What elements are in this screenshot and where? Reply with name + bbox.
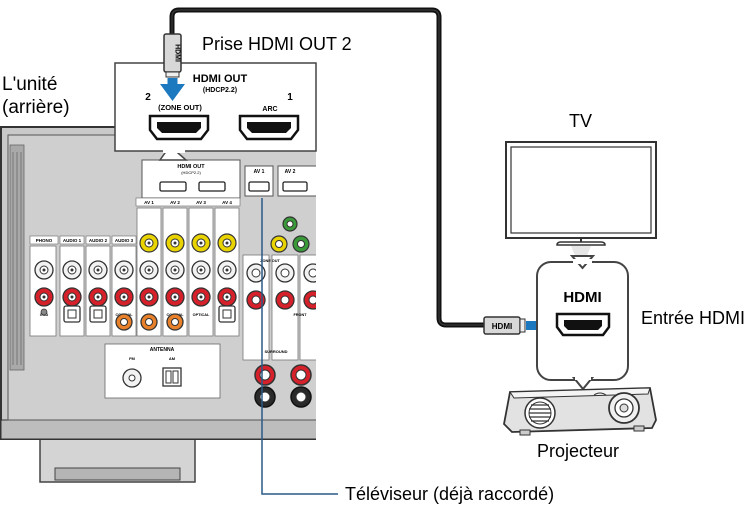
- svg-text:FM: FM: [129, 356, 135, 361]
- digital-inputs: [63, 305, 236, 331]
- svg-text:AV 2: AV 2: [170, 200, 180, 205]
- hdmi-input-text: Entrée HDMI: [641, 308, 746, 328]
- mini-hdmi-out-block: HDMI OUT (HDCP2.2) AV 1 AV 2: [141, 159, 316, 199]
- plug-top-label: HDMI: [174, 44, 181, 62]
- tv-icon: [505, 141, 657, 258]
- television-connected-label: Téléviseur (déjà raccordé): [345, 484, 555, 504]
- svg-text:AV 3: AV 3: [196, 200, 206, 205]
- hdmi-plug-top: HDMI: [163, 33, 182, 78]
- svg-text:AUDIO 1: AUDIO 1: [63, 238, 82, 243]
- tv-label: TV: [569, 111, 593, 131]
- svg-text:OPTICAL: OPTICAL: [193, 313, 210, 317]
- zoom-title: HDMI OUT: [193, 73, 248, 85]
- svg-text:AV 2: AV 2: [285, 169, 296, 175]
- input-group-headers: PHONO AUDIO 1 AUDIO 2 AUDIO 3 AV 1 AV 2 …: [29, 197, 241, 245]
- svg-text:SURROUND: SURROUND: [264, 349, 287, 354]
- hdmi-plug-right: HDMI: [483, 316, 526, 335]
- zoom-port-1-number: 1: [287, 92, 293, 103]
- svg-text:PHONO: PHONO: [36, 238, 53, 243]
- unit-label-line1: L'unité: [2, 74, 58, 95]
- projector-label: Projecteur: [537, 441, 620, 461]
- receiver-rear-panel: HDMI OUT (HDCP2.2) AV 1 AV 2 PHONO AUDIO…: [0, 126, 316, 483]
- tv-callout-line: [261, 198, 338, 495]
- hdmi-out-2-label: Prise HDMI OUT 2: [202, 34, 352, 54]
- hdmi-input-box: HDMI: [536, 261, 629, 381]
- svg-text:AM: AM: [169, 356, 176, 361]
- svg-text:AV 1: AV 1: [254, 169, 265, 175]
- vent-grille: [9, 144, 25, 371]
- hdmi-input-label: HDMI: [563, 289, 601, 306]
- svg-text:AUDIO 2: AUDIO 2: [89, 238, 108, 243]
- arrow-down-icon: [160, 78, 185, 101]
- svg-text:AV 4: AV 4: [222, 200, 232, 205]
- antenna-block: ANTENNA FM AM: [104, 343, 221, 399]
- svg-text:(HDCP2.2): (HDCP2.2): [181, 170, 201, 175]
- projector-icon: [503, 387, 657, 436]
- hdmi-out-zoom-panel: HDMI OUT (HDCP2.2) 2 (ZONE OUT) 1 ARC: [114, 62, 317, 161]
- plug-right-label: HDMI: [492, 322, 512, 331]
- zoom-port-2-label: (ZONE OUT): [158, 103, 202, 112]
- audio-jacks-white: [34, 260, 316, 283]
- svg-text:AUDIO 3: AUDIO 3: [115, 238, 134, 243]
- unit-label-line2: (arrière): [2, 97, 70, 118]
- mini-hdmi-out-title: HDMI OUT: [177, 164, 205, 170]
- zoom-port-1-label: ARC: [262, 106, 277, 113]
- svg-text:ANTENNA: ANTENNA: [150, 347, 175, 353]
- svg-text:AV 1: AV 1: [144, 200, 154, 205]
- video-jacks: [139, 216, 310, 253]
- gnd-screw: [40, 308, 48, 316]
- svg-text:FRONT: FRONT: [293, 313, 307, 317]
- mini-hdmi-port-2: [159, 181, 187, 192]
- audio-jacks-red: [34, 287, 316, 310]
- zoom-port-2-number: 2: [145, 92, 151, 103]
- svg-text:ZONE OUT: ZONE OUT: [260, 259, 280, 263]
- zoom-subtitle: (HDCP2.2): [203, 87, 237, 94]
- mini-hdmi-port-1: [198, 181, 226, 192]
